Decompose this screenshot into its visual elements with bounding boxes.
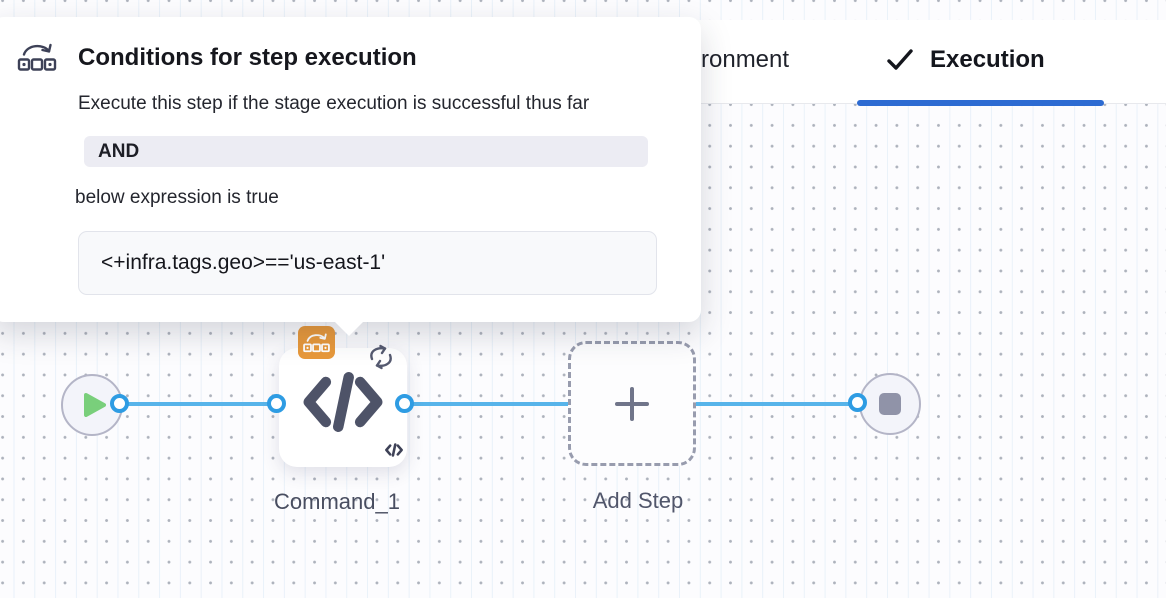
add-step-button[interactable] [568,341,696,466]
operator-chip: AND [84,136,648,167]
popover-caret [334,321,364,336]
conditional-execution-badge[interactable] [298,326,335,359]
stop-icon [879,393,901,415]
code-icon-small [385,443,403,457]
conditional-execution-icon [16,41,58,74]
loop-icon [366,344,396,371]
port-command-out[interactable] [395,394,414,413]
popover-condition-intro: below expression is true [75,187,279,208]
plus-icon [614,386,650,422]
conditions-popover: Conditions for step execution Execute th… [0,17,701,322]
edge-addstep-to-end [694,402,860,406]
edge-command-to-addstep [402,402,570,406]
checkmark-icon [886,47,914,73]
code-icon [303,370,383,434]
port-command-in[interactable] [267,394,286,413]
tab-execution[interactable]: Execution [886,46,1045,74]
pipeline-end-node[interactable] [859,373,921,435]
expression-value: <+infra.tags.geo>=='us-east-1' [78,231,657,295]
popover-description: Execute this step if the stage execution… [78,93,590,114]
port-start-out[interactable] [110,394,129,413]
tab-environment-partial[interactable]: ronment [701,46,790,73]
step-label-command-1[interactable]: Command_1 [274,489,400,514]
edge-start-to-command [118,402,280,406]
conditional-execution-icon [302,331,331,355]
port-end-in[interactable] [848,393,867,412]
popover-title: Conditions for step execution [78,44,417,71]
tab-execution-label: Execution [930,46,1045,73]
add-step-label[interactable]: Add Step [592,488,684,513]
play-icon [84,393,106,417]
active-tab-indicator [857,100,1104,106]
